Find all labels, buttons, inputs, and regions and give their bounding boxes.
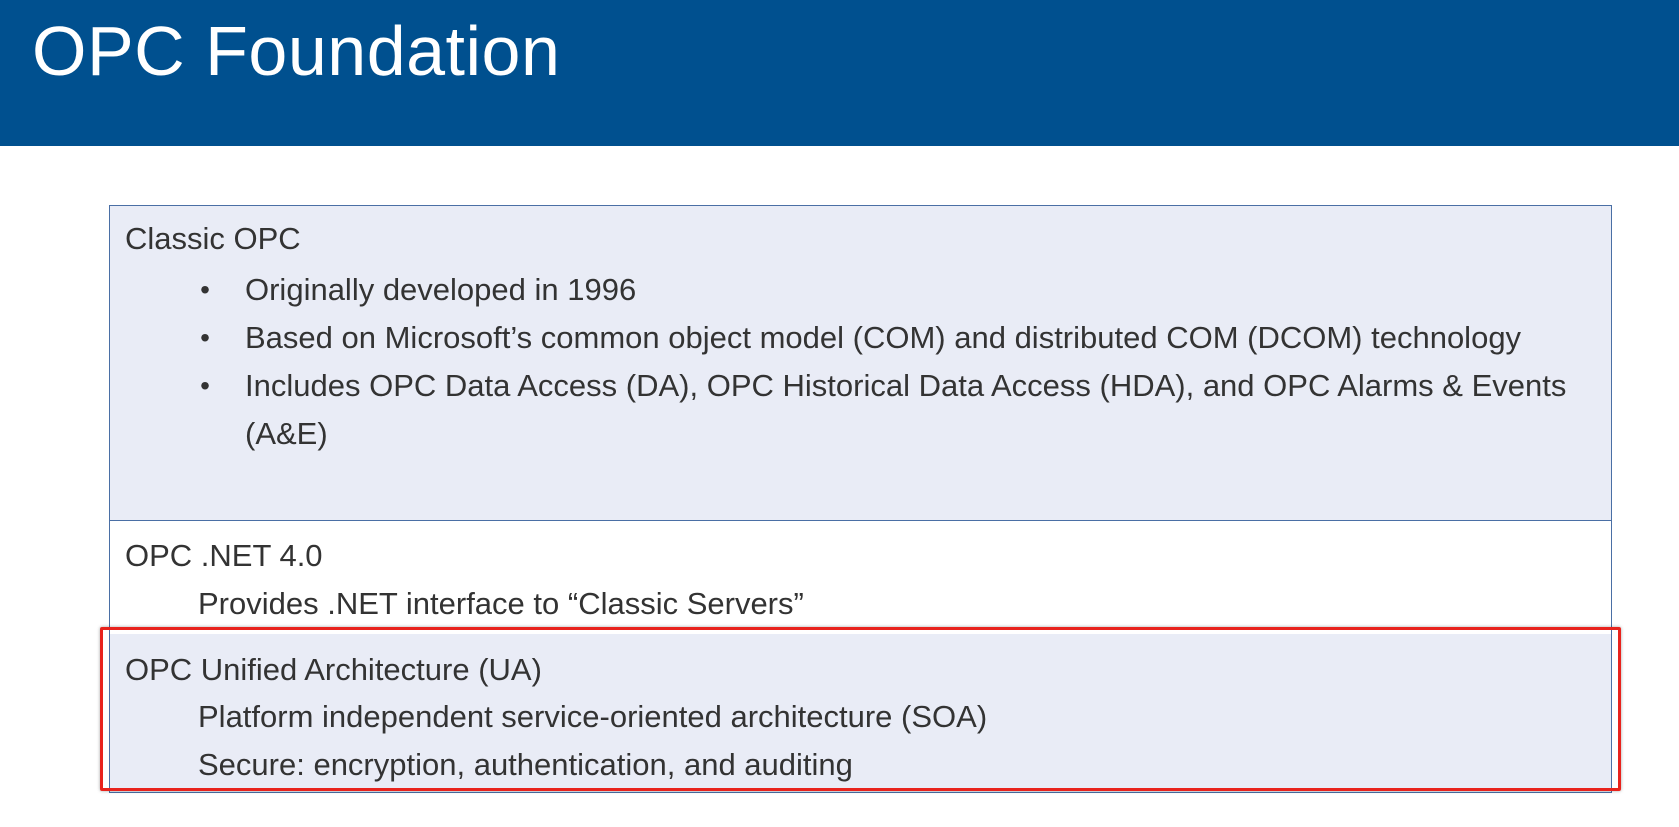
- bullet-text: Based on Microsoft’s common object model…: [245, 320, 1522, 355]
- row-description: Provides .NET interface to “Classic Serv…: [198, 586, 804, 621]
- row-heading: OPC Unified Architecture (UA): [125, 652, 542, 687]
- row-description: Platform independent service-oriented ar…: [198, 699, 988, 734]
- slide-title: OPC Foundation: [32, 12, 561, 90]
- list-item: • Originally developed in 1996: [195, 266, 1575, 314]
- bullet-icon: •: [200, 370, 210, 401]
- bullet-icon: •: [200, 274, 210, 305]
- table-row-opc-ua: OPC Unified Architecture (UA) Platform i…: [110, 634, 1611, 792]
- opc-spec-table: Classic OPC • Originally developed in 19…: [109, 205, 1612, 793]
- bullet-text: Includes OPC Data Access (DA), OPC Histo…: [245, 368, 1567, 451]
- row-description: Secure: encryption, authentication, and …: [198, 747, 853, 782]
- bullet-text: Originally developed in 1996: [245, 272, 637, 307]
- title-bar: OPC Foundation: [0, 0, 1679, 146]
- bullet-icon: •: [200, 322, 210, 353]
- table-row-classic-opc: Classic OPC • Originally developed in 19…: [110, 206, 1611, 521]
- list-item: • Includes OPC Data Access (DA), OPC His…: [195, 362, 1575, 458]
- table-row-opc-net: OPC .NET 4.0 Provides .NET interface to …: [110, 521, 1611, 634]
- bullet-list: • Originally developed in 1996 • Based o…: [195, 266, 1575, 458]
- row-heading: OPC .NET 4.0: [125, 538, 323, 573]
- highlight-box: [100, 627, 1621, 791]
- list-item: • Based on Microsoft’s common object mod…: [195, 314, 1575, 362]
- row-heading: Classic OPC: [125, 221, 301, 256]
